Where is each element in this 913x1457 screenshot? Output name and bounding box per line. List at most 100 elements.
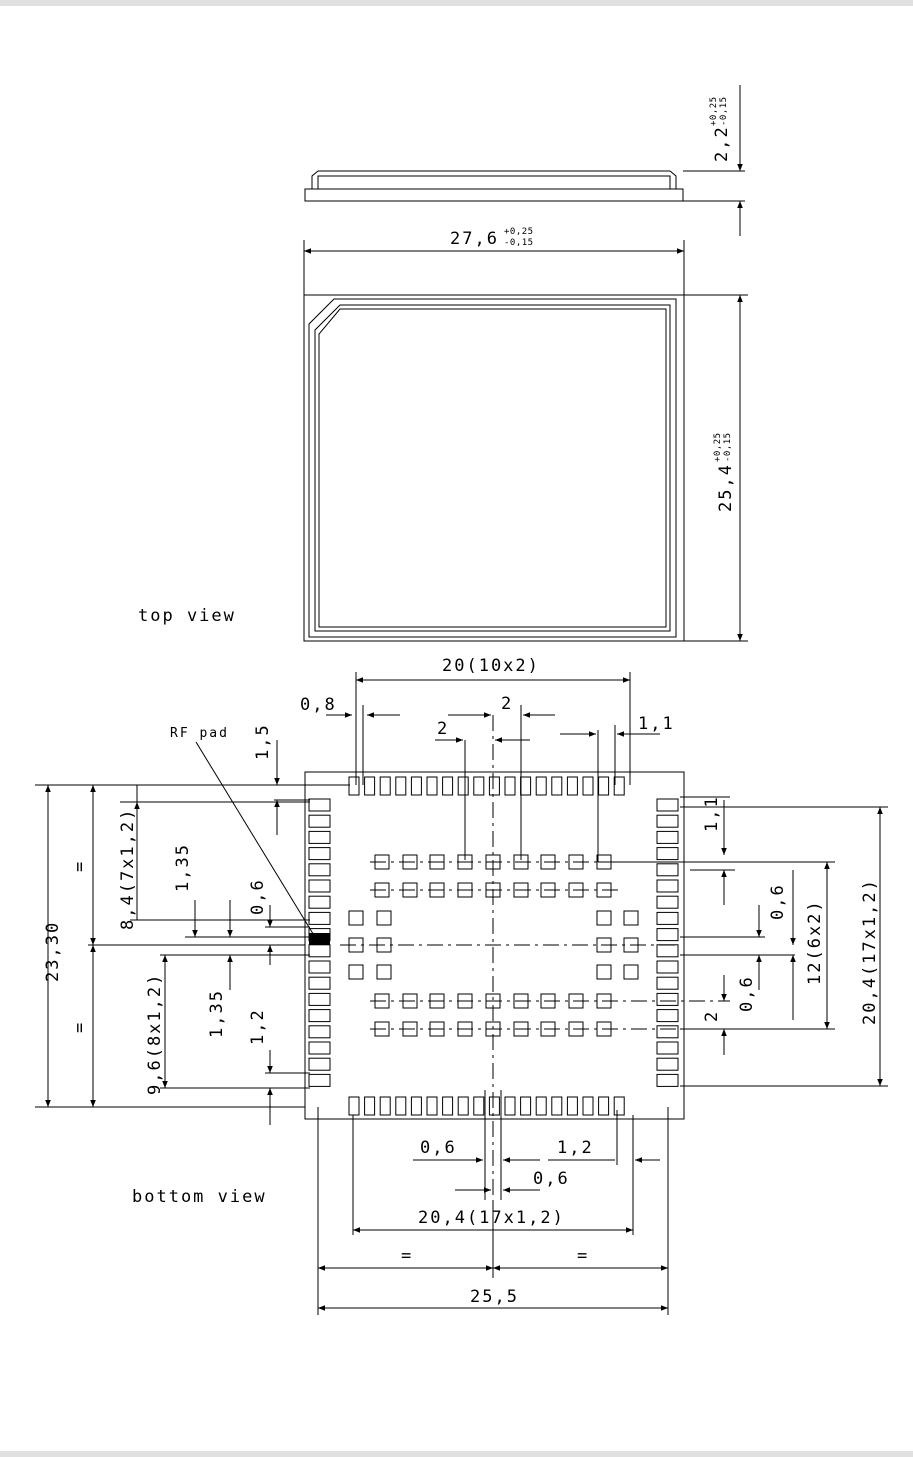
offset-1-35-lower-label: 1,35 [207,989,227,1038]
width-tol-minus: -0,15 [504,238,534,248]
pad [599,777,609,795]
pad [489,1097,499,1115]
pad [443,1097,453,1115]
rf-pad-label: RF pad [170,726,229,741]
bottom-view-label: bottom view [132,1187,267,1207]
pad [349,965,363,979]
pad [489,777,499,795]
top-view-shield [309,299,676,637]
pad [657,912,678,924]
pad [536,1097,546,1115]
pad [657,799,678,811]
height-tol-minus: -0,15 [719,96,729,126]
pad [657,993,678,1005]
pad [309,896,330,908]
equal-upper-label: = [70,860,90,872]
pad [309,848,330,860]
pad [309,864,330,876]
bottom-equal-left-label: = [401,1246,413,1266]
side-view [305,85,745,236]
top-view-outline [304,295,684,641]
pad [614,777,624,795]
bottom-span-17-label: 20,4(17x1,2) [418,1208,565,1228]
pad [411,1097,421,1115]
pad [380,777,390,795]
pad [657,1058,678,1070]
pad [443,777,453,795]
overall-height-label: 23,30 [43,921,63,982]
pad [536,777,546,795]
width-tol-plus: +0,25 [504,227,534,237]
pad [377,965,391,979]
pad [583,1097,593,1115]
pad [552,1097,562,1115]
pad [349,911,363,925]
pad [567,1097,577,1115]
pad [657,880,678,892]
right-offset-1-1-label: 1,1 [702,795,722,832]
overall-width-label: 25,5 [470,1287,519,1307]
pad [309,831,330,843]
height-value: 2,2 [712,125,732,162]
pad [349,777,359,795]
pitch-span-top-label: 20(10x2) [442,656,540,676]
pitch-a-label: 2 [501,694,513,714]
pad [597,911,611,925]
pad [521,777,531,795]
pad [505,777,515,795]
offset-1-2-left-label: 1,2 [248,1008,268,1045]
pad [309,1058,330,1070]
depth-tol-plus: +0,25 [713,432,723,462]
pad-column-right [657,799,678,1086]
pad [657,896,678,908]
rf-pad [309,933,330,945]
span-left-lower-label: 9,6(8x1,2) [145,973,165,1095]
pad [349,1097,359,1115]
offset-1-35-upper-label: 1,35 [173,843,193,892]
pad [396,1097,406,1115]
pitch-b-label: 2 [437,719,449,739]
pad [624,911,638,925]
pad [657,1074,678,1086]
pad [657,961,678,973]
side-view-shield [312,171,676,189]
pad [567,777,577,795]
pad [309,912,330,924]
pad [624,965,638,979]
pad [365,1097,375,1115]
pad [309,961,330,973]
pad [657,864,678,876]
pad [427,1097,437,1115]
depth-tol-minus: -0,15 [723,432,733,462]
pad [657,848,678,860]
pad [599,1097,609,1115]
bottom-0-6-a-label: 0,6 [420,1138,457,1158]
pad [657,929,678,941]
pad [657,1010,678,1022]
pad [505,1097,515,1115]
pad [309,815,330,827]
pad [309,799,330,811]
top-view-label: top view [138,606,236,626]
right-2-label: 2 [702,1010,722,1022]
pad [309,1026,330,1038]
right-span-6x2-label: 12(6x2) [805,899,825,985]
pad [614,1097,624,1115]
top-view [304,240,748,641]
span-left-upper-label: 8,4(7x1,2) [118,808,138,930]
pad-row-bottom [349,1097,624,1115]
pad [657,945,678,957]
right-0-6-lower-label: 0,6 [737,975,757,1012]
pad [377,911,391,925]
pad [380,1097,390,1115]
pad [411,777,421,795]
right-0-6-upper-label: 0,6 [768,883,788,920]
pad [521,1097,531,1115]
pad [309,880,330,892]
width-value: 27,6 [450,229,499,249]
pad [365,777,375,795]
pad [583,777,593,795]
pad [657,1042,678,1054]
edge-offset-top-left-label: 1,5 [253,723,273,760]
pad-width-label: 0,8 [300,695,337,715]
